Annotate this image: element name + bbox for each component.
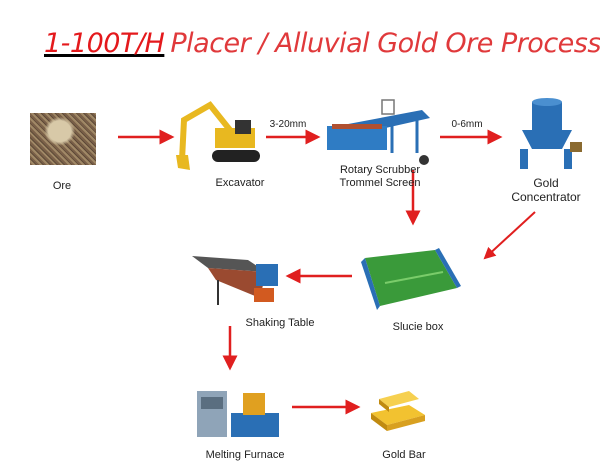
shaking-table-label: Shaking Table xyxy=(245,317,315,329)
excavator-label: Excavator xyxy=(215,177,265,189)
capacity-label: 1-100T/H xyxy=(44,28,165,59)
title-text: Placer / Alluvial Gold Ore Process xyxy=(170,28,600,59)
gold-bar-label: Gold Bar xyxy=(382,449,426,461)
trommel-label-2: Trommel Screen xyxy=(339,177,421,189)
concentrator-label-1: Gold xyxy=(533,176,559,190)
gold-concentrator-icon xyxy=(520,98,582,169)
size-0-6mm: 0-6mm xyxy=(451,119,483,130)
melting-furnace-label: Melting Furnace xyxy=(205,449,285,461)
gold-bar-icon xyxy=(371,391,425,431)
melting-furnace-icon xyxy=(197,391,279,437)
ore-image xyxy=(30,113,96,165)
shaking-table-icon xyxy=(192,256,278,305)
sluice-label: Slucie box xyxy=(392,321,444,333)
size-3-20mm: 3-20mm xyxy=(269,119,307,130)
ore-label: Ore xyxy=(52,180,72,192)
trommel-label-1: Rotary Scrubber xyxy=(339,164,421,176)
trommel-screen-icon xyxy=(327,99,430,165)
sluice-box-icon xyxy=(361,248,461,310)
concentrator-label-2: Concentrator xyxy=(511,190,581,204)
arrow-concentrator-sluice xyxy=(483,211,536,260)
excavator-icon xyxy=(176,101,260,170)
